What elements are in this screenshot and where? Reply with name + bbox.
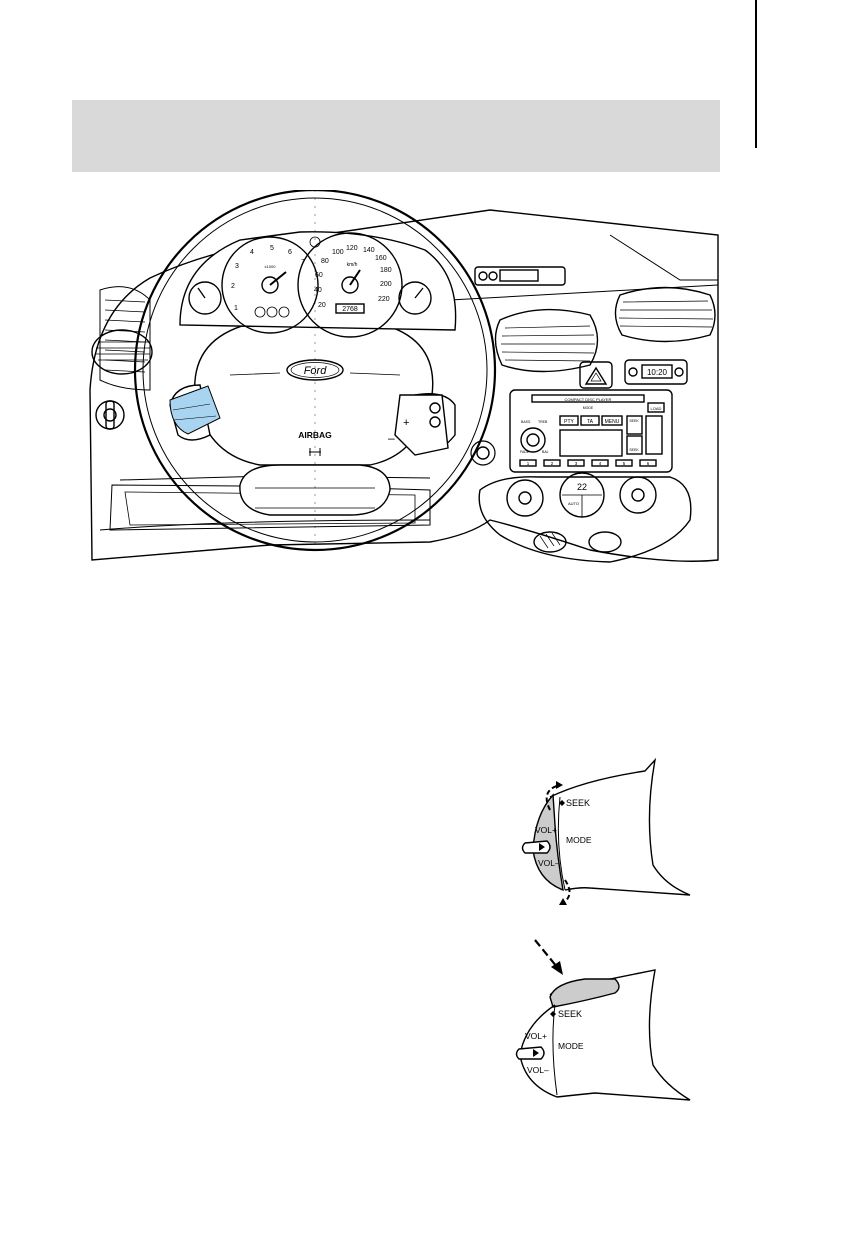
speed-tick: 220	[378, 296, 390, 303]
speed-tick: 160	[375, 255, 387, 262]
speed-tick: 180	[380, 267, 392, 274]
bass-label: BASS	[521, 420, 531, 424]
stalk-body-outline	[549, 757, 691, 896]
mode-label: MODE	[566, 835, 592, 845]
seek-up-button[interactable]	[626, 415, 643, 435]
section-header-band	[72, 100, 720, 172]
dashboard-outline	[89, 209, 719, 562]
rear-defrost-button[interactable]	[588, 531, 622, 553]
vol-plus-label: VOL+	[535, 825, 557, 835]
fuel-gauge	[398, 281, 432, 315]
svg-text:6: 6	[647, 461, 650, 466]
svg-text:SEEK: SEEK	[629, 419, 639, 423]
rpm-tick: 2	[231, 283, 235, 290]
bal-label: BAL	[542, 450, 549, 454]
temp-gauge	[188, 281, 222, 315]
centre-left-vent	[494, 308, 599, 373]
speed-tick: 20	[318, 302, 326, 309]
svg-text:4: 4	[599, 461, 602, 466]
seek-label: SEEK	[558, 1009, 582, 1019]
vol-minus-label: VOL–	[538, 858, 560, 868]
climate-control: 22 AUTO	[478, 472, 692, 563]
radio-display	[559, 429, 623, 457]
svg-text:PTY: PTY	[564, 419, 574, 425]
rpm-unit: x1000	[265, 264, 277, 269]
instrument-cluster: 1 2 3 4 5 6 7 x1000 20 40 60 80 100 120 …	[179, 231, 457, 338]
audio-stalk-diagram-press: SEEK VOL+ MODE VOL–	[515, 939, 691, 1101]
svg-text:5: 5	[623, 461, 626, 466]
airbag-hub	[194, 319, 434, 466]
svg-text:TA: TA	[587, 419, 594, 425]
recirc-button[interactable]	[533, 531, 567, 553]
airbag-label: AIRBAG	[298, 430, 332, 440]
audio-remote-stalk-highlight[interactable]	[169, 385, 221, 435]
load-label: LOAD	[651, 406, 662, 411]
light-switch[interactable]	[95, 400, 125, 430]
press-arrow	[534, 939, 558, 968]
rpm-tick: 5	[270, 245, 274, 252]
seek-button-highlight[interactable]	[549, 978, 620, 1008]
steering-plus-label: +	[403, 417, 409, 429]
menu-button[interactable]	[601, 415, 623, 426]
rpm-tick: 3	[235, 263, 239, 270]
speed-tick: 60	[315, 272, 323, 279]
treb-label: TREB	[538, 420, 548, 424]
fan-knob[interactable]	[506, 479, 544, 517]
cd-player-label: COMPACT DISC PLAYER	[565, 397, 612, 402]
vol-plus-label: VOL+	[525, 1031, 547, 1041]
speed-tick: 200	[380, 281, 392, 288]
tachometer	[221, 236, 319, 334]
svg-text:1: 1	[527, 461, 530, 466]
speed-tick: 100	[332, 249, 344, 256]
speed-unit: km/h	[347, 262, 358, 268]
fade-label: FADE	[520, 450, 530, 454]
seek-label: SEEK	[566, 798, 590, 808]
audio-stalk-diagram-rotate: SEEK VOL+ MODE VOL–	[521, 757, 691, 905]
vol-minus-label: VOL–	[527, 1065, 549, 1075]
seek-down-button[interactable]	[626, 435, 643, 455]
climate-auto-label: AUTO	[568, 501, 579, 506]
speed-tick: 40	[314, 287, 322, 294]
mode-bar-label: MODE	[583, 406, 594, 410]
mode-button[interactable]	[521, 840, 551, 854]
climate-temp-display: 22	[577, 482, 587, 492]
odometer-value: 2768	[342, 306, 358, 313]
mode-button[interactable]	[515, 1046, 545, 1060]
air-distribution-knob[interactable]	[619, 476, 657, 514]
mode-label: MODE	[558, 1041, 584, 1051]
page-margin-rule	[755, 0, 757, 148]
svg-text:MENU: MENU	[605, 419, 620, 425]
rpm-tick: 6	[288, 249, 292, 256]
volume-knob[interactable]	[520, 427, 546, 453]
steering-minus-label: –	[388, 431, 395, 445]
ta-button[interactable]	[580, 415, 600, 426]
rpm-tick: 1	[234, 305, 238, 312]
ignition-lock	[470, 440, 496, 466]
svg-text:SEEK: SEEK	[629, 448, 639, 452]
horn-icon	[309, 448, 321, 456]
rpm-tick: 4	[250, 249, 254, 256]
clock-unit: 10:20	[624, 359, 688, 385]
ford-logo-text: Ford	[304, 365, 328, 377]
rotate-arrow-top	[545, 784, 561, 811]
centre-right-vent	[614, 286, 716, 343]
left-air-vent	[91, 286, 153, 391]
speed-tick: 120	[346, 245, 358, 252]
speed-tick: 80	[321, 258, 329, 265]
speed-tick: 140	[363, 247, 375, 254]
speedometer	[297, 232, 403, 338]
radio-unit: COMPACT DISC PLAYER LOAD BASS TREB BAL F…	[509, 389, 673, 473]
clock-time: 10:20	[647, 368, 668, 377]
pty-button[interactable]	[559, 415, 579, 426]
svg-text:3: 3	[575, 461, 578, 466]
svg-text:2: 2	[551, 461, 554, 466]
dashboard-illustration: Ford AIRBAG + – 1 2 3 4 5 6 7 x1000	[89, 190, 719, 563]
odometer-display	[335, 303, 365, 314]
hazard-button[interactable]	[579, 361, 613, 389]
